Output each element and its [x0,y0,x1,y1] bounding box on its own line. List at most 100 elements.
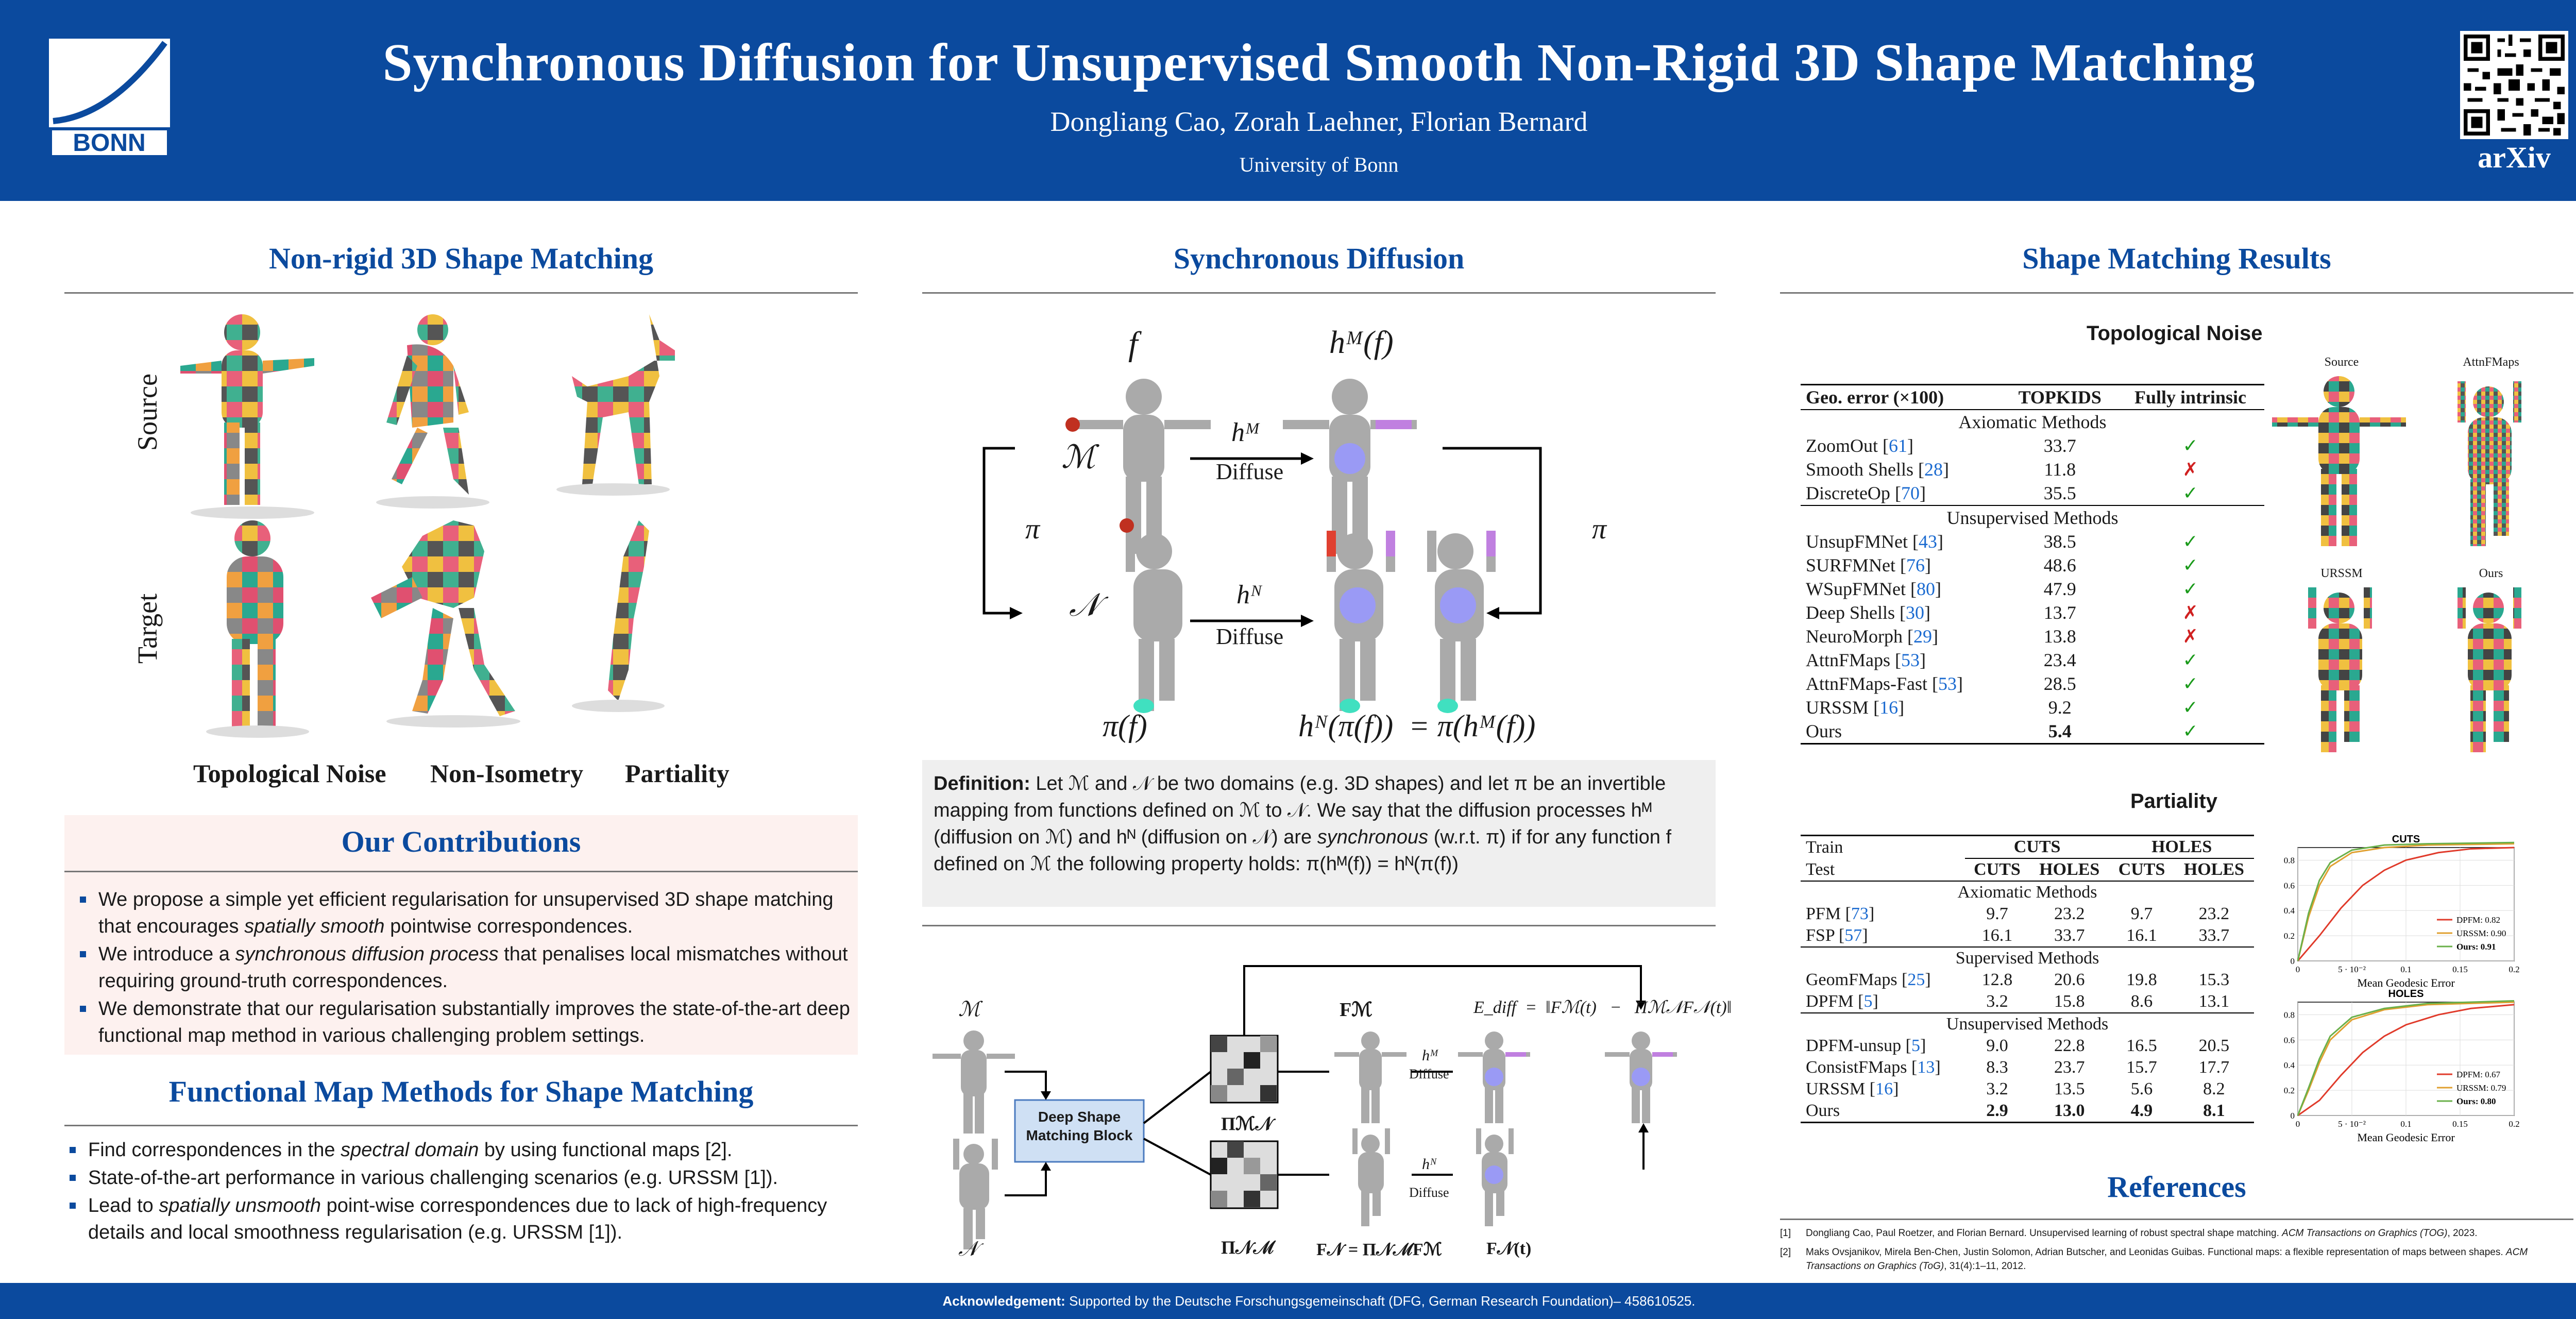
method-name: SURFMNet [76] [1806,555,1931,576]
pipeline-label-diffuse: Diffuse [1409,1067,1449,1081]
method-name: Ours [1806,721,1842,741]
citation-link[interactable]: 28 [1924,459,1943,480]
method-name: DPFM-unsup [5] [1806,1036,1926,1055]
citation-link[interactable]: 16 [1875,1079,1893,1098]
table-cell: ✓ [2182,531,2198,552]
y-tick-label: 0.8 [2284,1010,2295,1020]
citation-link[interactable]: 70 [1901,483,1920,503]
y-tick-label: 0.2 [2284,1086,2295,1095]
y-tick-label: 0.4 [2284,906,2295,916]
table-cell: ✗ [2182,459,2198,480]
table-cell: 8.1 [2203,1101,2225,1120]
citation-link[interactable]: 53 [1938,673,1957,694]
col-label-non-isometry: Non-Isometry [430,759,584,788]
table-group-header: Unsupervised Methods [1801,505,2264,530]
citation-link[interactable]: 53 [1901,650,1920,670]
series-line-1 [2297,1001,2515,1116]
label-fn-t: F𝒩(t) [1486,1239,1532,1258]
citation-link[interactable]: 5 [1911,1036,1920,1055]
source-shape-dog [572,314,675,484]
table-cell: 8.3 [1986,1058,2008,1077]
shape-N [1126,531,1182,711]
citation-link[interactable]: 16 [1879,697,1899,718]
arxiv-label[interactable]: arXiv [2478,141,2551,174]
label-f: f [1128,325,1138,363]
qualitative-shapes [2272,376,2521,752]
pipeline-diagram [933,965,1677,1249]
table-cell: 38.5 [2043,531,2076,552]
image-label-attnfmaps: AttnFMaps [2463,356,2519,369]
reference-item: [2]Maks Ovsjanikov, Mirela Ben-Chen, Jus… [1780,1247,2528,1272]
label-hM-f: hᴹ(f) [1329,325,1394,360]
y-tick-label: 0.2 [2284,931,2295,941]
contributions-list: We propose a simple yet efficient regula… [80,886,853,1050]
label-hM: hᴹ [1231,418,1260,447]
source-shape-kid [180,314,314,505]
table-cell: 16.1 [2126,926,2157,945]
citation-link[interactable]: 5 [1863,992,1873,1011]
citation-link[interactable]: 13 [1917,1058,1935,1077]
divider [1780,1219,2573,1220]
x-tick-label: 0.1 [2400,965,2411,974]
table-cell: 23.4 [2043,650,2076,670]
legend-entry: DPFM: 0.67 [2456,1070,2501,1079]
table-cell: 16.5 [2126,1036,2157,1055]
table-cell: 9.0 [1986,1036,2008,1055]
citation-link[interactable]: 76 [1906,555,1925,576]
citation-link[interactable]: 80 [1917,579,1936,599]
legend-entry: DPFM: 0.82 [2456,915,2500,925]
table-cell: 2.9 [1986,1101,2008,1120]
table-cell: 15.7 [2126,1058,2157,1077]
citation-link[interactable]: 61 [1889,435,1907,456]
table-cell: 47.9 [2043,579,2076,599]
citation-link[interactable]: 25 [1907,970,1925,989]
qr-code-icon[interactable] [2460,31,2568,139]
citation-link[interactable]: 57 [1844,926,1862,945]
image-label-urssm: URSSM [2320,567,2363,580]
table-cell: ✓ [2182,697,2198,718]
table-cell: 15.8 [2054,992,2085,1011]
list-item: Lead to spatially unsmooth point-wise co… [70,1192,853,1246]
table-cell: ✓ [2182,555,2198,576]
x-tick-label: 5 · 10⁻² [2338,965,2366,974]
table-cell: 20.6 [2054,970,2085,989]
x-tick-label: 0.15 [2452,965,2468,974]
table-cell: 23.2 [2054,904,2085,923]
section-title-references: References [2107,1170,2246,1204]
section-title-diffusion: Synchronous Diffusion [1173,242,1465,275]
matrix-pi-mn [1210,1035,1279,1104]
label-fn-equation: F𝒩 = Π𝒩ℳFℳ [1316,1240,1442,1259]
table-header: HOLES [2183,860,2244,879]
legend-entry: URSSM: 0.90 [2456,928,2506,938]
table-row: SURFMNet [76]48.6✓ [1801,553,2264,577]
definition-box: Definition: Let ℳ and 𝒩 be two domains (… [922,760,1716,907]
y-tick-label: 0 [2291,956,2295,966]
divider [922,925,1716,926]
table-header: Test [1806,859,1835,879]
table-cell: ✓ [2182,673,2198,694]
method-name: WSupFMNet [80] [1806,579,1942,599]
image-label-ours: Ours [2479,567,2503,580]
poster-header: BONN Synchronous Diffusion for Unsupervi… [0,0,2576,201]
series-line-1 [2297,843,2515,961]
table-row: URSSM [16]9.2✓ [1801,696,2264,719]
table-cell: 15.3 [2198,970,2230,989]
method-name: Ours [1806,1101,1840,1120]
pipeline-label-N: 𝒩 [958,1237,978,1260]
citation-link[interactable]: 29 [1913,626,1932,647]
method-name: AttnFMaps [53] [1806,650,1926,670]
citation-link[interactable]: 30 [1905,602,1924,623]
partiality-table: Train CUTS HOLES Test CUTS HOLES CUTS HO… [1801,835,2254,1123]
citation-link[interactable]: 73 [1851,904,1869,923]
list-item: We demonstrate that our regularisation s… [80,995,853,1049]
citation-link[interactable]: 43 [1919,531,1938,552]
table-cell: 12.8 [1981,970,2013,989]
table-cell: 13.1 [2198,992,2230,1011]
series-line-2 [2297,841,2515,961]
table-header: CUTS [1974,860,2021,879]
poster-title: Synchronous Diffusion for Unsupervised S… [382,33,2256,92]
table-cell: 3.2 [1986,1079,2008,1098]
table-cell: 13.8 [2043,626,2076,647]
